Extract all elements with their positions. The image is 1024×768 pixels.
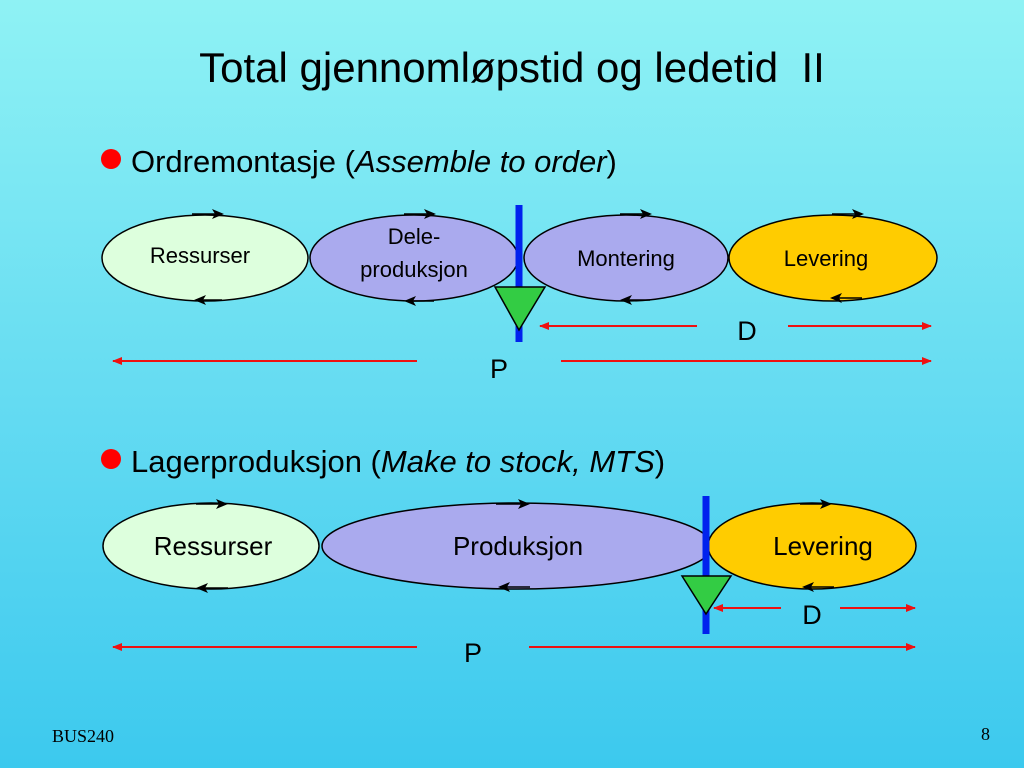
stage-oval <box>707 502 917 590</box>
bullet-text-suffix: ) <box>606 144 617 179</box>
stage-oval <box>309 214 519 302</box>
stage-oval <box>728 214 938 302</box>
stage-oval <box>321 502 713 590</box>
stage-levering-2: Levering <box>707 499 917 592</box>
p-label: P <box>464 638 482 668</box>
bullet-dot-icon <box>101 449 121 469</box>
bullet-make-to-stock: Lagerproduksjon (Make to stock, MTS) <box>101 442 665 482</box>
stage-deleproduksjon-1: Dele- produksjon <box>309 209 519 306</box>
bullet-assemble-to-order: Ordremontasje (Assemble to order) <box>101 142 617 182</box>
bullet-dot-icon <box>101 149 121 169</box>
d-label: D <box>737 316 757 346</box>
stage-label: Ressurser <box>154 531 273 561</box>
bullet-text-italic: Make to stock, MTS <box>380 444 655 479</box>
bullet-text-prefix: Ordremontasje ( <box>131 144 355 179</box>
bullet-text-prefix: Lagerproduksjon ( <box>131 444 381 479</box>
stage-montering-1: Montering <box>523 209 729 305</box>
d-label: D <box>802 600 822 630</box>
stage-label-line2: produksjon <box>360 257 468 282</box>
stage-oval <box>523 214 729 302</box>
stage-label: Levering <box>773 531 873 561</box>
page-number: 8 <box>981 724 990 744</box>
stage-levering-1: Levering <box>728 209 938 303</box>
p-label: P <box>490 354 508 384</box>
stage-label: Ressurser <box>150 243 250 268</box>
stage-produksjon-2: Produksjon <box>321 499 713 592</box>
stage-label: Montering <box>577 246 675 271</box>
stage-ressurser-2: Ressurser <box>102 499 320 593</box>
bullet-text-italic: Assemble to order <box>354 144 607 179</box>
bullet-text-suffix: ) <box>654 444 666 479</box>
stage-label: Produksjon <box>453 531 583 561</box>
footer-course-code: BUS240 <box>52 726 115 746</box>
stage-ressurser-1: Ressurser <box>101 209 309 305</box>
stage-label: Levering <box>784 246 868 271</box>
stage-oval <box>102 502 320 590</box>
stage-label-line1: Dele- <box>388 224 441 249</box>
stage-oval <box>101 214 309 302</box>
decoupling-point-triangle-icon <box>493 286 547 332</box>
decoupling-point-triangle-icon <box>680 575 733 616</box>
slide-title: Total gjennomløpstid og ledetid II <box>199 44 825 91</box>
